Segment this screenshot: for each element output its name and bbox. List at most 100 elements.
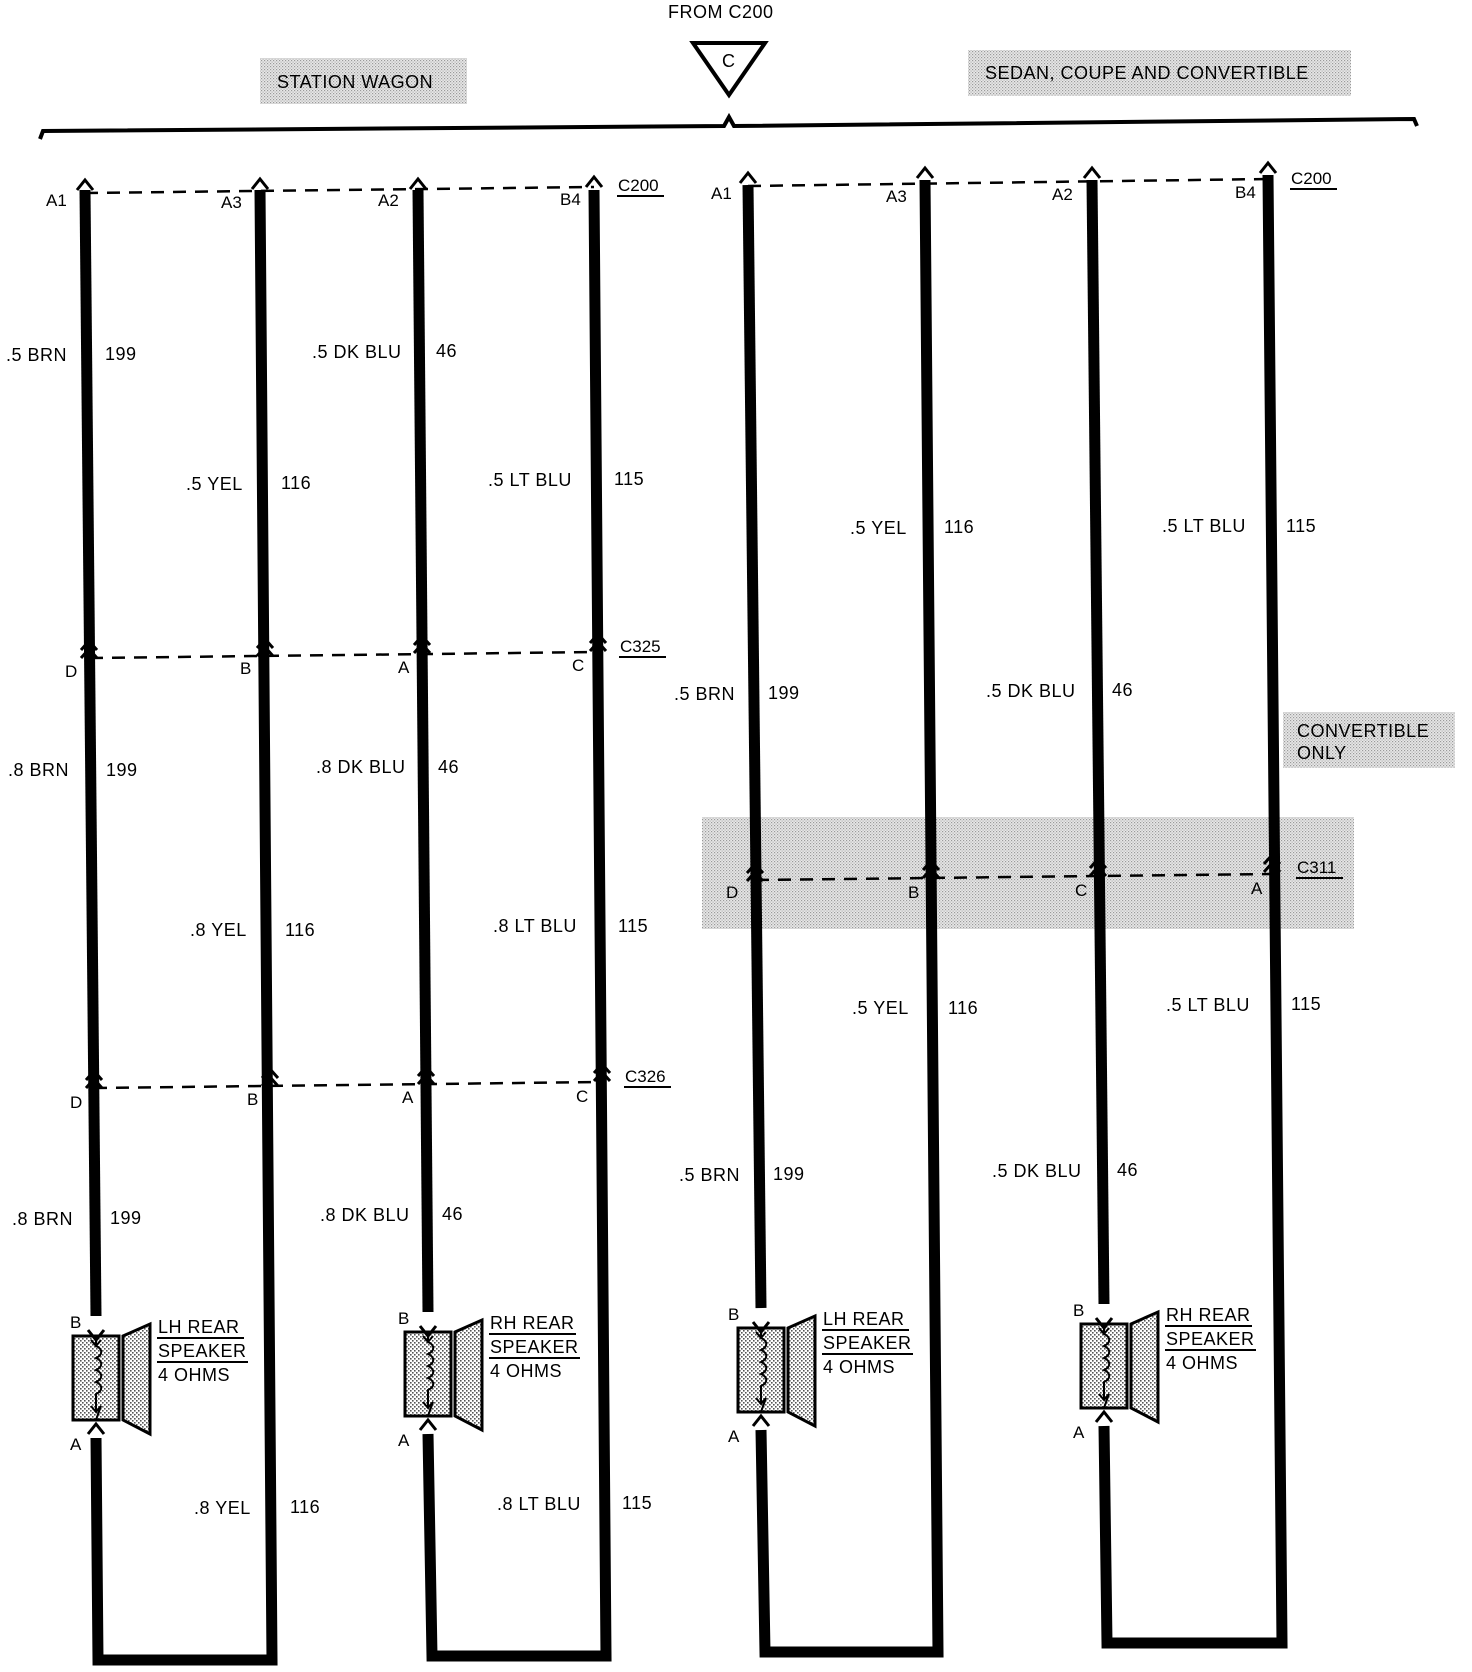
wire-circuit-label: 46 <box>438 757 459 777</box>
station-wagon-label: STATION WAGON <box>260 58 467 104</box>
speaker-rh-rear-sedan: B A RH REAR SPEAKER 4 OHMS <box>1073 1301 1256 1442</box>
svg-text:B4: B4 <box>1235 183 1256 202</box>
wire-circuit-label: 115 <box>1291 994 1321 1014</box>
svg-text:C200: C200 <box>1291 169 1332 188</box>
svg-text:B: B <box>247 1090 258 1109</box>
wire-color-label: .8 DK BLU <box>320 1205 410 1225</box>
wire-circuit-label: 115 <box>1286 516 1316 536</box>
svg-text:C326: C326 <box>625 1067 666 1086</box>
svg-text:B: B <box>70 1313 81 1332</box>
svg-text:C311: C311 <box>1297 858 1336 877</box>
sw-wire-199 <box>79 189 102 1317</box>
wire-circuit-label: 46 <box>1112 680 1133 700</box>
wire-color-label: .8 LT BLU <box>493 916 577 936</box>
speaker-type: SPEAKER <box>823 1333 912 1353</box>
svg-text:C: C <box>572 656 584 675</box>
wire-circuit-label: 116 <box>290 1497 320 1517</box>
sc-wire-199-return <box>755 179 944 1658</box>
c200-sedan-connector: A1 A3 A2 B4 C200 <box>711 160 1337 206</box>
speaker-name: RH REAR <box>490 1313 575 1333</box>
wire-color-label: .5 BRN <box>6 345 67 365</box>
wire-circuit-label: 46 <box>1117 1160 1138 1180</box>
svg-text:D: D <box>65 662 77 681</box>
wire-circuit-label: 116 <box>281 473 311 493</box>
svg-text:A: A <box>402 1088 414 1107</box>
wire-color-label: .5 YEL <box>852 998 909 1018</box>
svg-text:C325: C325 <box>620 637 661 656</box>
svg-text:A: A <box>70 1435 82 1454</box>
svg-text:B: B <box>728 1305 739 1324</box>
wire-circuit-label: 46 <box>442 1204 463 1224</box>
svg-text:A: A <box>728 1427 740 1446</box>
wire-color-label: .5 DK BLU <box>312 342 402 362</box>
speaker-lh-rear-sedan: B A LH REAR SPEAKER 4 OHMS <box>728 1305 913 1446</box>
speaker-rh-rear-station-wagon: B A RH REAR SPEAKER 4 OHMS <box>398 1309 580 1450</box>
wire-color-label: .8 LT BLU <box>497 1494 581 1514</box>
speaker-type: SPEAKER <box>490 1337 579 1357</box>
svg-text:A: A <box>398 658 410 677</box>
svg-text:A: A <box>1251 879 1263 898</box>
sw-wire-46 <box>412 189 434 1313</box>
svg-text:A2: A2 <box>378 191 399 210</box>
speaker-rating: 4 OHMS <box>823 1357 895 1377</box>
sc-wire-46-return <box>1098 174 1288 1649</box>
wire-circuit-label: 116 <box>948 998 978 1018</box>
svg-text:A: A <box>398 1431 410 1450</box>
speaker-rating: 4 OHMS <box>1166 1353 1238 1373</box>
wire-color-label: .5 LT BLU <box>488 470 572 490</box>
c200-sw-connector: A1 A3 A2 B4 C200 <box>46 174 664 212</box>
wire-circuit-label: 115 <box>614 469 644 489</box>
wire-color-label: .8 YEL <box>190 920 247 940</box>
wire-circuit-label: 115 <box>622 1493 652 1513</box>
svg-text:A: A <box>1073 1423 1085 1442</box>
wire-color-label: .5 DK BLU <box>992 1161 1082 1181</box>
svg-text:A1: A1 <box>46 191 67 210</box>
sc-wire-46 <box>1086 179 1110 1305</box>
svg-text:B4: B4 <box>560 190 581 209</box>
wire-circuit-label: 116 <box>944 517 974 537</box>
svg-text:B: B <box>240 659 251 678</box>
svg-text:C200: C200 <box>618 176 659 195</box>
wire-circuit-label: 199 <box>105 344 137 364</box>
c311-connector: D B C A C311 <box>726 852 1343 902</box>
wire-circuit-label: 46 <box>436 341 457 361</box>
speaker-rating: 4 OHMS <box>158 1365 230 1385</box>
c311-shaded-zone <box>702 817 1354 929</box>
from-c200-label: FROM C200 <box>668 2 774 22</box>
speaker-name: LH REAR <box>823 1309 905 1329</box>
speaker-lh-rear-station-wagon: B A LH REAR SPEAKER 4 OHMS <box>70 1313 248 1454</box>
svg-text:B: B <box>1073 1301 1084 1320</box>
speaker-rating: 4 OHMS <box>490 1361 562 1381</box>
sedan-coupe-convertible-label: SEDAN, COUPE AND CONVERTIBLE <box>968 50 1351 96</box>
svg-text:CONVERTIBLE: CONVERTIBLE <box>1297 721 1429 741</box>
wire-color-label: .5 LT BLU <box>1162 516 1246 536</box>
wire-color-label: .5 LT BLU <box>1166 995 1250 1015</box>
wire-circuit-label: 199 <box>110 1208 142 1228</box>
speaker-type: SPEAKER <box>158 1341 247 1361</box>
wire-color-label: .8 BRN <box>8 760 69 780</box>
speaker-name: LH REAR <box>158 1317 240 1337</box>
svg-text:D: D <box>70 1093 82 1112</box>
sw-wire-46-return <box>422 189 612 1662</box>
feed-bus <box>38 112 1419 140</box>
wire-circuit-label: 199 <box>768 683 800 703</box>
wire-color-label: .5 YEL <box>850 518 907 538</box>
wire-color-label: .8 BRN <box>12 1209 73 1229</box>
speaker-type: SPEAKER <box>1166 1329 1255 1349</box>
svg-text:A3: A3 <box>221 193 242 212</box>
wire-color-label: .8 DK BLU <box>316 757 406 777</box>
svg-text:C: C <box>1075 881 1087 900</box>
svg-text:SEDAN, COUPE AND CONVERTIBLE: SEDAN, COUPE AND CONVERTIBLE <box>985 63 1309 83</box>
convertible-only-note: CONVERTIBLE ONLY <box>1283 712 1455 768</box>
wire-color-label: .5 YEL <box>186 474 243 494</box>
svg-text:STATION WAGON: STATION WAGON <box>277 72 433 92</box>
c200-source-triangle: C <box>689 41 769 99</box>
wire-color-label: .5 BRN <box>674 684 735 704</box>
svg-text:B: B <box>398 1309 409 1328</box>
wire-circuit-label: 199 <box>106 760 138 780</box>
speaker-name: RH REAR <box>1166 1305 1251 1325</box>
c326-connector: D B A C C326 <box>70 1061 671 1112</box>
svg-text:A1: A1 <box>711 184 732 203</box>
sw-wire-199-return <box>90 189 278 1666</box>
